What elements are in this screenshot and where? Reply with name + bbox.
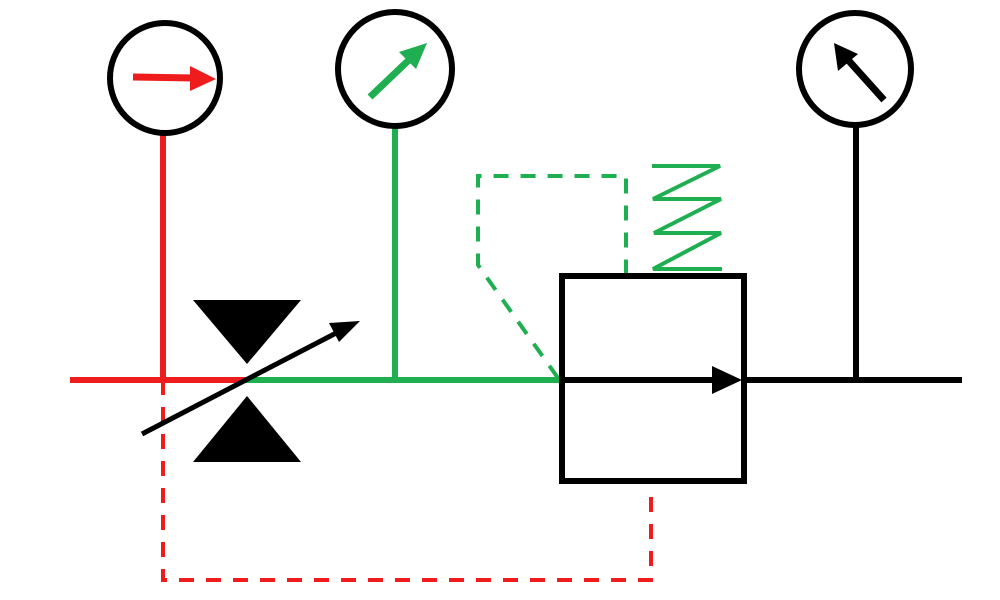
outlet-gauge-needle-tip bbox=[834, 43, 858, 71]
controlled-pressure-gauge-icon bbox=[335, 9, 455, 129]
outlet-pressure-gauge-icon bbox=[796, 10, 914, 128]
controlled-pilot-line-dashed bbox=[476, 174, 628, 380]
inlet-pressure-gauge-icon bbox=[107, 20, 223, 136]
outlet-gauge-needle bbox=[846, 58, 887, 103]
outlet-section bbox=[744, 125, 962, 383]
throttle-adjust-arrowhead bbox=[329, 321, 360, 342]
controlled-gauge-needle bbox=[367, 55, 414, 100]
pressure-compensator-valve-icon bbox=[559, 273, 747, 484]
adjustable-throttle-valve-icon bbox=[140, 300, 360, 462]
throttle-adjust-arrow-shaft bbox=[140, 328, 342, 437]
inlet-section bbox=[70, 128, 653, 582]
inlet-gauge-needle-tip bbox=[190, 66, 216, 91]
throttle-lower-triangle bbox=[193, 396, 301, 462]
spring-icon bbox=[652, 164, 722, 271]
controlled-gauge-needle-tip bbox=[399, 43, 427, 69]
inlet-pilot-line-dashed bbox=[161, 380, 653, 582]
inlet-gauge-needle bbox=[132, 73, 196, 82]
valve-flow-arrowhead bbox=[712, 366, 742, 394]
throttle-upper-triangle bbox=[193, 300, 301, 364]
controlled-section bbox=[246, 126, 722, 383]
